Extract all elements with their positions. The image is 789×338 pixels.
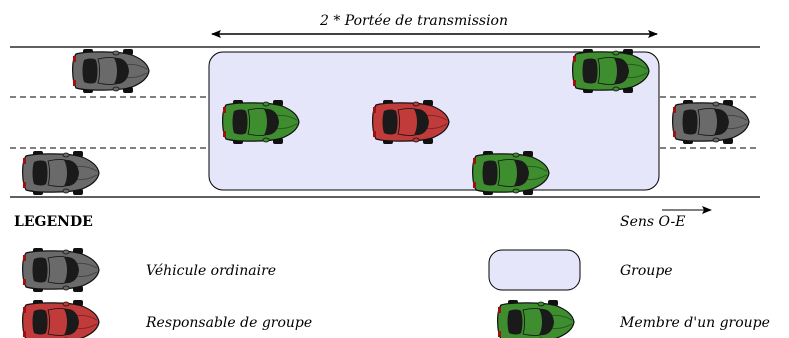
legend-leader-label: Responsable de groupe <box>145 315 312 331</box>
legend-member-label: Membre d'un groupe <box>619 315 770 331</box>
legend-ordinary-label: Véhicule ordinaire <box>146 263 276 279</box>
ordinary-vehicle <box>22 151 100 195</box>
ordinary-vehicle <box>72 49 150 93</box>
legend-member-icon <box>497 300 575 338</box>
vehicles <box>22 49 750 195</box>
transmission-range-label: 2 * Portée de transmission <box>319 13 508 29</box>
svg-text:Sens O-E: Sens O-E <box>620 214 685 230</box>
group-member-vehicle <box>222 100 300 144</box>
group-member-vehicle <box>572 49 650 93</box>
direction-prefix: Sens <box>620 214 659 230</box>
legend-group-label: Groupe <box>620 263 673 279</box>
legend-title: LEGENDE <box>14 214 93 230</box>
legend-icons <box>22 248 575 338</box>
legend-ordinary-icon <box>22 248 100 292</box>
group-member-vehicle <box>472 151 550 195</box>
legend-leader-icon <box>22 300 100 338</box>
direction-value: O-E <box>659 214 686 230</box>
group-leader-vehicle <box>372 100 450 144</box>
ordinary-vehicle <box>672 100 750 144</box>
direction-indicator: Sens O-E <box>620 206 712 230</box>
legend-group-swatch <box>488 249 581 291</box>
